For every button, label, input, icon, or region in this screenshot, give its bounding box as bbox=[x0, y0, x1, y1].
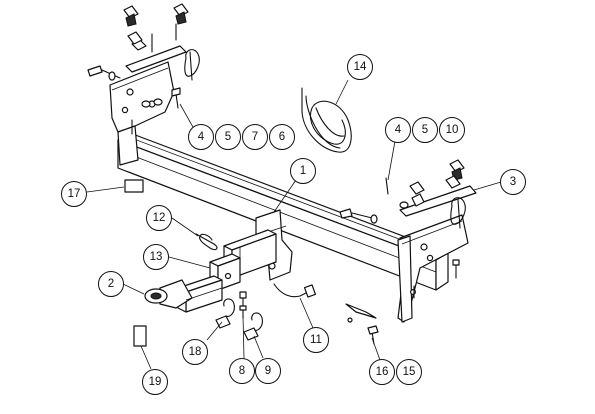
callout-2: 2 bbox=[98, 271, 124, 297]
warning-sticker bbox=[124, 179, 144, 193]
socket-plate bbox=[345, 303, 379, 345]
callout-19: 19 bbox=[142, 369, 168, 395]
callout-label: 3 bbox=[510, 176, 516, 188]
callout-label: 14 bbox=[354, 61, 367, 73]
callout-label: 8 bbox=[239, 365, 245, 377]
callout-label: 13 bbox=[150, 251, 163, 263]
label-card bbox=[133, 325, 147, 347]
callout-label: 19 bbox=[149, 376, 162, 388]
callout-4-left: 4 bbox=[188, 124, 214, 150]
callout-10: 10 bbox=[439, 117, 465, 143]
callout-5-right: 5 bbox=[412, 117, 438, 143]
right-side-bracket bbox=[397, 214, 469, 323]
safety-shackle-pair bbox=[215, 298, 263, 341]
callout-label: 16 bbox=[376, 366, 389, 378]
leader-lines bbox=[86, 79, 502, 370]
callout-11: 11 bbox=[303, 327, 329, 353]
callout-6: 6 bbox=[269, 124, 295, 150]
hitch-pin-bolt bbox=[239, 291, 247, 319]
callout-label: 2 bbox=[108, 278, 114, 290]
callout-18: 18 bbox=[182, 339, 208, 365]
callout-label: 5 bbox=[422, 124, 428, 136]
callout-label: 10 bbox=[446, 124, 459, 136]
callout-label: 4 bbox=[395, 124, 402, 136]
callout-4-right: 4 bbox=[385, 117, 411, 143]
callout-label: 15 bbox=[403, 366, 416, 378]
left-side-bracket bbox=[109, 61, 175, 166]
right-clamp-assembly bbox=[339, 159, 477, 299]
callout-15: 15 bbox=[396, 359, 422, 385]
wire-coil bbox=[301, 87, 352, 153]
callout-17: 17 bbox=[61, 181, 87, 207]
callout-label: 17 bbox=[68, 188, 81, 200]
wiring-harness bbox=[273, 283, 309, 298]
callout-label: 18 bbox=[189, 346, 202, 358]
callout-8: 8 bbox=[229, 358, 255, 384]
callout-12: 12 bbox=[146, 205, 172, 231]
callout-label: 12 bbox=[153, 212, 166, 224]
callout-7: 7 bbox=[242, 124, 268, 150]
callout-13: 13 bbox=[143, 244, 169, 270]
callout-label: 5 bbox=[225, 131, 231, 143]
callout-9: 9 bbox=[255, 358, 281, 384]
callout-label: 9 bbox=[265, 365, 271, 377]
callout-label: 1 bbox=[300, 165, 306, 177]
r-clip bbox=[195, 233, 218, 251]
callout-14: 14 bbox=[347, 54, 373, 80]
callout-16: 16 bbox=[369, 359, 395, 385]
callout-3: 3 bbox=[500, 169, 526, 195]
left-clamp-assembly bbox=[87, 3, 200, 135]
tow-ball-drawbar bbox=[144, 275, 223, 313]
callout-5-left: 5 bbox=[215, 124, 241, 150]
callout-label: 11 bbox=[310, 334, 322, 346]
callout-label: 6 bbox=[279, 131, 285, 143]
callout-label: 4 bbox=[198, 131, 205, 143]
callout-1: 1 bbox=[290, 158, 316, 184]
callout-label: 7 bbox=[252, 131, 258, 143]
